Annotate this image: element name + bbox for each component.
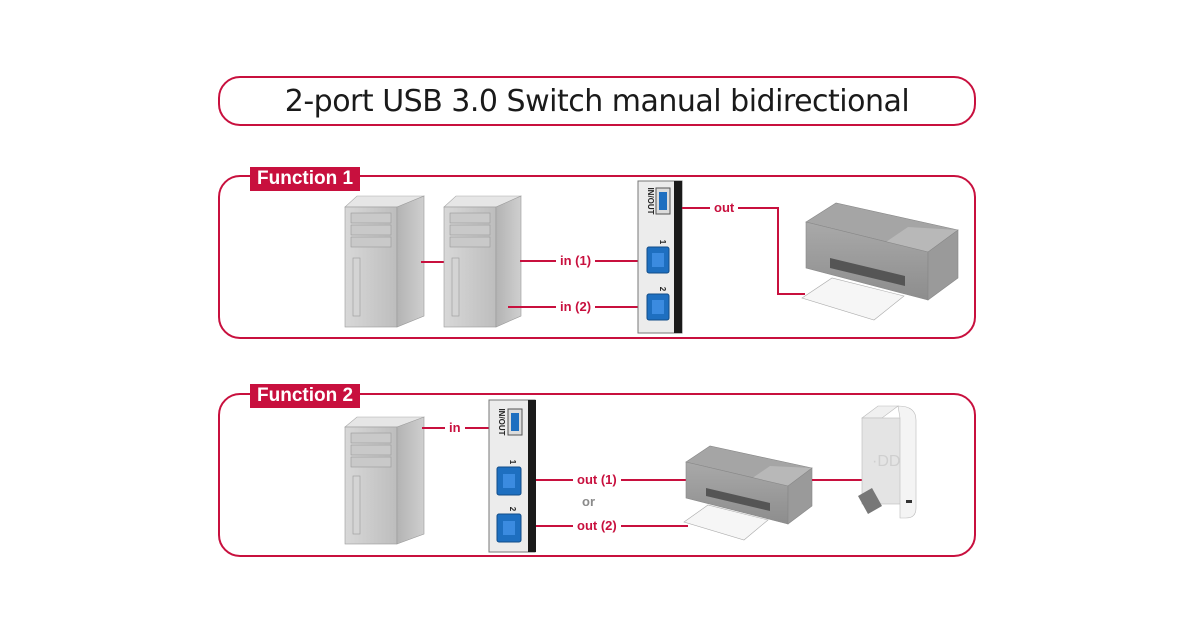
port-label-1: 1: [508, 460, 517, 465]
diagram-title: 2-port USB 3.0 Switch manual bidirection…: [284, 83, 910, 119]
label-out: out: [710, 201, 739, 215]
printer-icon: [801, 202, 959, 321]
port-label-1: 1: [658, 240, 667, 245]
label-in: in: [445, 421, 465, 435]
pc-tower-icon: [443, 195, 522, 328]
label-in-2: in (2): [556, 300, 596, 314]
pc-tower-icon: [344, 195, 425, 328]
label-out-2: out (2): [573, 519, 621, 533]
usb-switch-icon: [637, 180, 683, 334]
function-2-panel: [218, 393, 976, 557]
port-label-inout: IN/OUT: [497, 408, 506, 435]
pc-tower-icon: [344, 416, 425, 545]
external-drive-icon: ·DD: [858, 405, 917, 519]
label-in-1: in (1): [556, 254, 596, 268]
svg-text:·DD: ·DD: [872, 453, 900, 470]
function-2-tag: Function 2: [250, 384, 361, 408]
usb-switch-icon: [488, 399, 536, 553]
function-1-tag: Function 1: [250, 167, 361, 191]
label-out-1: out (1): [573, 473, 621, 487]
label-or: or: [582, 494, 595, 509]
port-label-inout: IN/OUT: [646, 187, 655, 214]
function-1-panel: [218, 175, 976, 339]
printer-icon: [683, 445, 813, 541]
title-box: 2-port USB 3.0 Switch manual bidirection…: [218, 76, 976, 126]
port-label-2: 2: [508, 507, 517, 512]
port-label-2: 2: [658, 287, 667, 292]
